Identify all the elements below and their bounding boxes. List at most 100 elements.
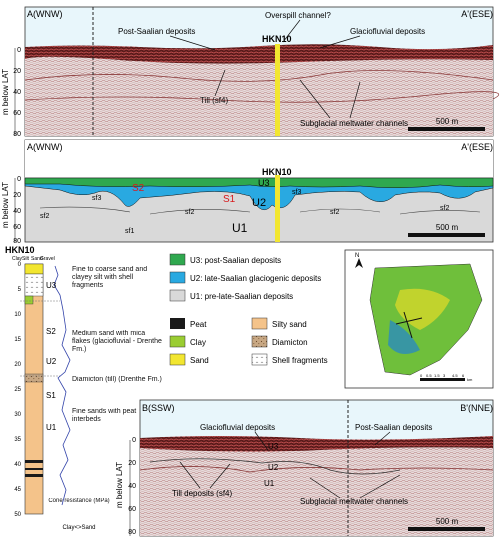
panel-b-arrows bbox=[179, 431, 401, 499]
core-desc-4-wrap: Fine sands with peat interbeds bbox=[72, 408, 136, 423]
annotation-overspill: Overspill channel? bbox=[265, 11, 331, 20]
y-tick: 60 bbox=[128, 506, 136, 513]
y-tick: 0 bbox=[17, 47, 21, 54]
map-line-b bbox=[403, 311, 413, 339]
panel-a-y-axis-label: m below LAT bbox=[1, 69, 10, 115]
panel-b-y-axis-label: m below LAT bbox=[115, 462, 124, 508]
legend bbox=[169, 253, 268, 366]
surface-label-s1: S1 bbox=[223, 194, 236, 205]
core-unit-label: S1 bbox=[46, 391, 56, 400]
panel-a-interpreted bbox=[14, 139, 494, 243]
core-desc-1-wrap: Fine to coarse sand and clayey silt with… bbox=[72, 266, 147, 289]
y-tick: 60 bbox=[13, 224, 21, 231]
panel-b-annotation-post-saalian: Post-Saalian deposits bbox=[355, 423, 432, 432]
depth-tick: 10 bbox=[14, 312, 21, 318]
panel-b-left-label: B(SSW) bbox=[142, 403, 175, 413]
sf-label: sf3 bbox=[292, 189, 301, 196]
core-unit-label: U1 bbox=[46, 423, 57, 432]
y-tick: 0 bbox=[132, 437, 136, 444]
panel-b-unit-u3: U3 bbox=[268, 442, 279, 451]
cpt-label: Cone resistance (MPa) bbox=[48, 498, 110, 504]
panel-a-well-marker bbox=[275, 44, 280, 136]
map-scale-tick: 0 bbox=[420, 373, 423, 378]
panel-a2-scale-bar bbox=[408, 233, 485, 237]
legend-swatch-silty-sand bbox=[251, 317, 268, 330]
map-low-zone bbox=[388, 320, 420, 354]
annotation-glaciofluvial: Glaciofluvial deposits bbox=[350, 27, 425, 36]
north-arrow-icon bbox=[355, 258, 363, 268]
core-depth-ticks: 0 5 10 15 20 25 30 35 40 45 50 bbox=[14, 262, 21, 518]
header-code: Clay bbox=[12, 256, 23, 262]
panel-a-scale-bar bbox=[408, 127, 485, 131]
legend-label-u1: U1: pre-late-Saalian deposits bbox=[190, 292, 293, 301]
core-unit-label: U3 bbox=[46, 281, 57, 290]
depth-tick: 0 bbox=[18, 262, 22, 268]
panel-b-annotation-meltwater: Subglacial meltwater channels bbox=[300, 497, 408, 506]
panel-b-seabed-reflector bbox=[140, 436, 493, 452]
y-tick: 0 bbox=[17, 176, 21, 183]
legend-swatch-shells bbox=[251, 353, 268, 366]
legend-label-sand: Sand bbox=[190, 356, 209, 365]
sf-reflectors bbox=[39, 206, 481, 215]
map-scale-tick: 0.5 bbox=[426, 373, 432, 378]
depth-tick: 40 bbox=[14, 462, 21, 468]
core-peat bbox=[25, 468, 43, 470]
panel-a2-right-label: A'(ESE) bbox=[461, 142, 493, 152]
panel-b-right-label: B'(NNE) bbox=[460, 403, 493, 413]
legend-swatch-sand bbox=[169, 353, 186, 366]
y-tick: 20 bbox=[13, 68, 21, 75]
map-scale-tick: 4.5 bbox=[452, 373, 458, 378]
panel-a2-scale-label: 500 m bbox=[436, 223, 459, 232]
core-clay bbox=[24, 295, 34, 305]
core-peat bbox=[25, 474, 43, 477]
legend-swatch-u1 bbox=[169, 289, 186, 302]
legend-label-diamicton: Diamicton bbox=[272, 338, 308, 347]
y-tick: 80 bbox=[13, 238, 21, 245]
panel-b-reflector bbox=[139, 466, 494, 473]
legend-swatch-clay bbox=[169, 335, 186, 348]
panel-a-y-ticks: 0 20 40 60 80 bbox=[13, 47, 21, 138]
map-north-label: N bbox=[355, 253, 359, 259]
y-tick: 60 bbox=[13, 110, 21, 117]
sf-label: sf2 bbox=[330, 209, 339, 216]
map-scale-tick: 3 bbox=[443, 373, 446, 378]
panel-b-unit-u1: U1 bbox=[264, 479, 275, 488]
map-scale-tick: 6 bbox=[462, 373, 465, 378]
header-code: Silt bbox=[22, 256, 30, 262]
y-tick: 40 bbox=[13, 89, 21, 96]
y-tick: 20 bbox=[128, 460, 136, 467]
legend-swatch-diamicton bbox=[251, 335, 268, 348]
unit-label-u1: U1 bbox=[232, 221, 248, 235]
panel-a-seismic-fill bbox=[25, 50, 493, 136]
core-unit-label: S2 bbox=[46, 327, 56, 336]
y-tick: 20 bbox=[13, 192, 21, 199]
panel-b-unit-u2: U2 bbox=[268, 463, 279, 472]
panel-a-right-label: A'(ESE) bbox=[461, 9, 493, 19]
map-line-a bbox=[395, 317, 423, 325]
panel-a-arrows bbox=[169, 19, 361, 119]
y-tick: 40 bbox=[128, 483, 136, 490]
panel-b-y-ticks: 0 20 40 60 80 bbox=[128, 437, 136, 536]
panel-a2-well-marker bbox=[275, 175, 280, 242]
core-desc-2: Medium sand with mica flakes (glaciofluv… bbox=[72, 330, 162, 353]
panel-a-reflector bbox=[24, 91, 499, 103]
depth-tick: 50 bbox=[14, 512, 21, 518]
depth-tick: 15 bbox=[14, 337, 21, 343]
panel-a-left-label: A(WNW) bbox=[27, 9, 63, 19]
depth-tick: 20 bbox=[14, 362, 21, 368]
depth-tick: 30 bbox=[14, 412, 21, 418]
map-scale-unit: km bbox=[467, 377, 473, 382]
annotation-till: Till (sf4) bbox=[200, 96, 228, 105]
header-code: Sand bbox=[31, 256, 43, 262]
map-high-zone bbox=[395, 288, 450, 330]
legend-swatch-u3 bbox=[169, 253, 186, 266]
annotation-meltwater: Subglacial meltwater channels bbox=[300, 119, 408, 128]
y-tick: 80 bbox=[128, 529, 136, 536]
core-unit-label: U2 bbox=[46, 357, 57, 366]
u3-layer bbox=[24, 177, 494, 189]
legend-label-peat: Peat bbox=[190, 320, 207, 329]
y-tick: 40 bbox=[13, 208, 21, 215]
panel-a-well-label: HKN10 bbox=[262, 34, 292, 44]
panel-b-u2-boundary bbox=[149, 458, 401, 475]
sf-label: sf2 bbox=[440, 205, 449, 212]
